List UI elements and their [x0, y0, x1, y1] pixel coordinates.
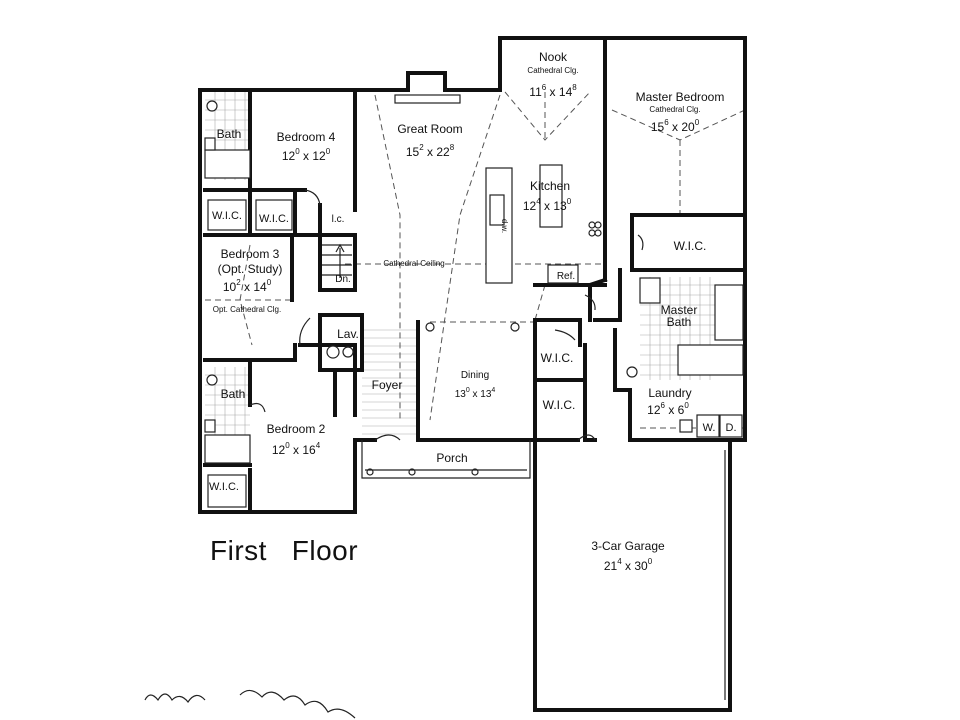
lav-label: Lav. [337, 327, 359, 341]
room-dimension: 126 x 60 [647, 401, 689, 417]
room-dining: Dining 130 x 134 [455, 370, 496, 400]
room-note: Cathedral Clg. [527, 66, 578, 75]
master-bath-label: Master [661, 303, 698, 317]
room-name: Nook [539, 50, 568, 64]
stair-down-label: Dn. [335, 274, 351, 285]
room-name: Laundry [648, 386, 691, 400]
room-bedroom-4: Bedroom 4 120 x 120 [277, 130, 336, 163]
bath-label-lower: Bath [221, 387, 246, 401]
room-name: Bedroom 3 [221, 247, 280, 261]
room-dimension: 156 x 200 [651, 118, 700, 134]
wic-label: W.I.C. [543, 398, 576, 412]
room-dimension: 120 x 120 [282, 147, 331, 163]
master-bath-label: Bath [667, 315, 692, 329]
room-name: Master Bedroom [636, 90, 725, 104]
wic-label: W.I.C. [212, 210, 242, 222]
room-note: Opt. Cathedral Clg. [213, 305, 281, 314]
room-kitchen: Kitchen 124 x 130 [523, 179, 572, 213]
room-name: Dining [461, 370, 489, 381]
foyer-label: Foyer [372, 378, 403, 392]
dryer-label: D. [726, 422, 737, 434]
wic-label: W.I.C. [209, 481, 239, 493]
room-laundry: Laundry 126 x 60 [647, 386, 692, 417]
cathedral-ceiling-label: Cathedral Ceiling [383, 259, 444, 268]
room-dimension: 120 x 164 [272, 441, 321, 457]
porch-label: Porch [436, 451, 467, 465]
dishwasher-label: d.w. [500, 219, 509, 233]
landscape-doodle [144, 689, 356, 719]
walls [198, 36, 747, 712]
room-name: Great Room [397, 122, 462, 136]
fixtures [204, 94, 744, 700]
room-name: Bedroom 2 [267, 422, 326, 436]
room-nook: Nook Cathedral Clg. 116 x 148 [527, 50, 578, 99]
floor-title: First Floor [210, 535, 359, 566]
room-dimension: 116 x 148 [529, 83, 577, 99]
room-note: Cathedral Clg. [649, 105, 700, 114]
room-subtitle: (Opt. Study) [218, 262, 283, 276]
room-master-bedroom: Master Bedroom Cathedral Clg. 156 x 200 [636, 90, 725, 134]
linen-closet-label: l.c. [332, 214, 345, 225]
refrigerator-label: Ref. [557, 271, 575, 282]
bath-label-upper: Bath [217, 127, 242, 141]
room-name: Kitchen [530, 179, 570, 193]
wic-label: W.I.C. [541, 351, 574, 365]
room-dimension: 214 x 300 [604, 557, 653, 573]
room-dimension: 102 x 140 [223, 278, 272, 294]
room-bedroom-2: Bedroom 2 120 x 164 [267, 422, 326, 457]
room-bedroom-3: Bedroom 3 (Opt. Study) 102 x 140 Opt. Ca… [213, 247, 283, 314]
wic-label: W.I.C. [674, 239, 707, 253]
room-name: 3-Car Garage [591, 539, 665, 553]
room-dimension: 130 x 134 [455, 387, 496, 400]
washer-label: W. [703, 422, 716, 434]
room-name: Bedroom 4 [277, 130, 336, 144]
room-great-room: Great Room 152 x 228 [397, 122, 462, 159]
room-garage: 3-Car Garage 214 x 300 [591, 539, 665, 573]
room-dimension: 152 x 228 [406, 143, 455, 159]
minor-labels: Bath Bath W.I.C. W.I.C. l.c. Dn. Cathedr… [209, 127, 736, 493]
room-dimension: 124 x 130 [523, 197, 572, 213]
wic-label: W.I.C. [259, 213, 289, 225]
